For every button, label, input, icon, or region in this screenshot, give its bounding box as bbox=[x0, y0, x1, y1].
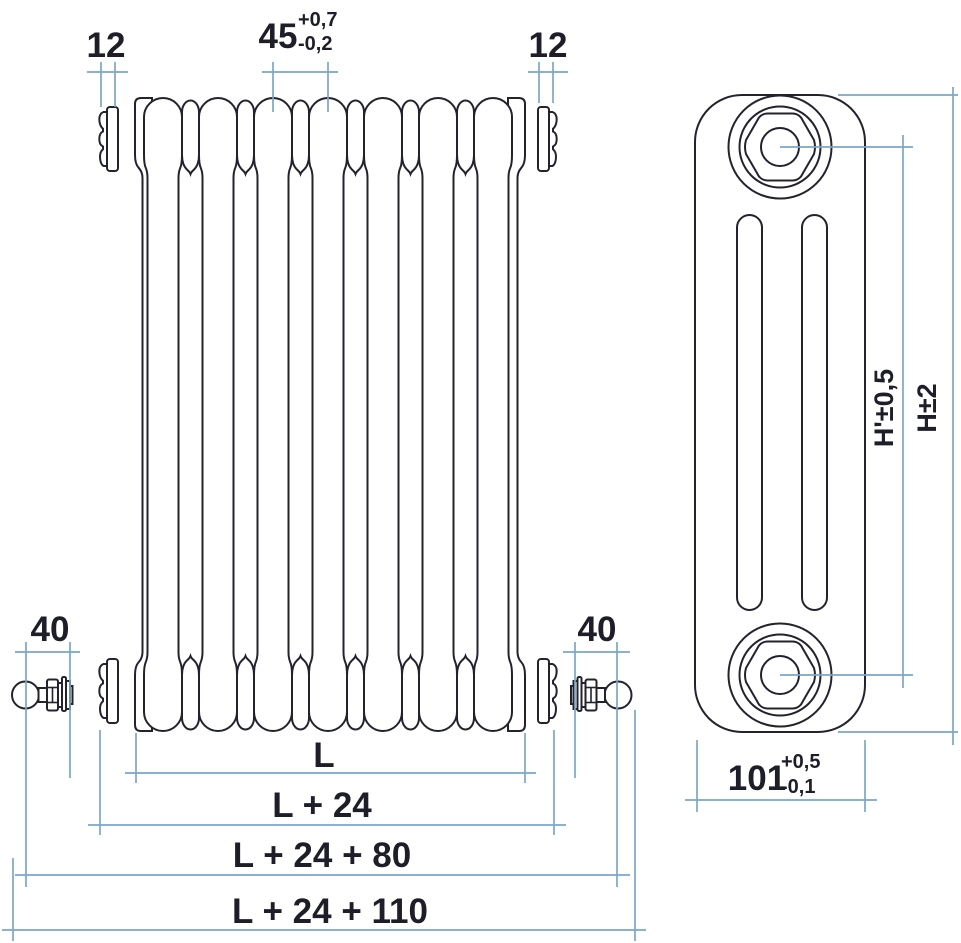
dim-depth-label: 101 bbox=[728, 759, 786, 798]
side-view-radiator bbox=[694, 94, 866, 733]
dim-depth-tol-plus: +0,5 bbox=[781, 751, 820, 773]
dim-height-centers-label: H'±0,5 bbox=[869, 369, 899, 447]
dim-height-overall-label: H±2 bbox=[912, 383, 942, 432]
dim-length-label: L bbox=[313, 736, 334, 775]
dim-bushing-left-label: 12 bbox=[87, 26, 126, 65]
dim-depth-tol-minus: -0,1 bbox=[781, 776, 815, 798]
dim-section-pitch-tol-minus: -0,2 bbox=[298, 33, 332, 55]
dim-bushing-right-label: 12 bbox=[529, 26, 568, 65]
dim-section-pitch-label: 45 bbox=[259, 17, 298, 56]
dim-length-valves-label: L + 24 + 80 bbox=[233, 836, 411, 875]
front-tubes bbox=[143, 97, 513, 732]
side-groove-right bbox=[801, 214, 828, 611]
dim-length-bushings-label: L + 24 bbox=[272, 786, 372, 825]
dimension-lines bbox=[2, 62, 958, 941]
dim-length-overall-label: L + 24 + 110 bbox=[232, 892, 428, 931]
front-view-radiator bbox=[11, 97, 633, 732]
bushing-top-right bbox=[537, 106, 558, 172]
bushing-top-left bbox=[98, 106, 119, 172]
valve-left bbox=[11, 676, 74, 712]
bushing-bottom-left bbox=[98, 658, 119, 724]
dim-valve-right-label: 40 bbox=[578, 610, 617, 649]
valve-right bbox=[570, 676, 633, 712]
bushing-bottom-right bbox=[537, 658, 558, 724]
dim-valve-left-label: 40 bbox=[31, 610, 70, 649]
side-groove-left bbox=[736, 214, 763, 611]
dim-section-pitch-tol-plus: +0,7 bbox=[298, 9, 337, 31]
dimension-labels: 12 45 +0,7 -0,2 12 40 40 L L + 24 L + 24… bbox=[31, 9, 942, 931]
